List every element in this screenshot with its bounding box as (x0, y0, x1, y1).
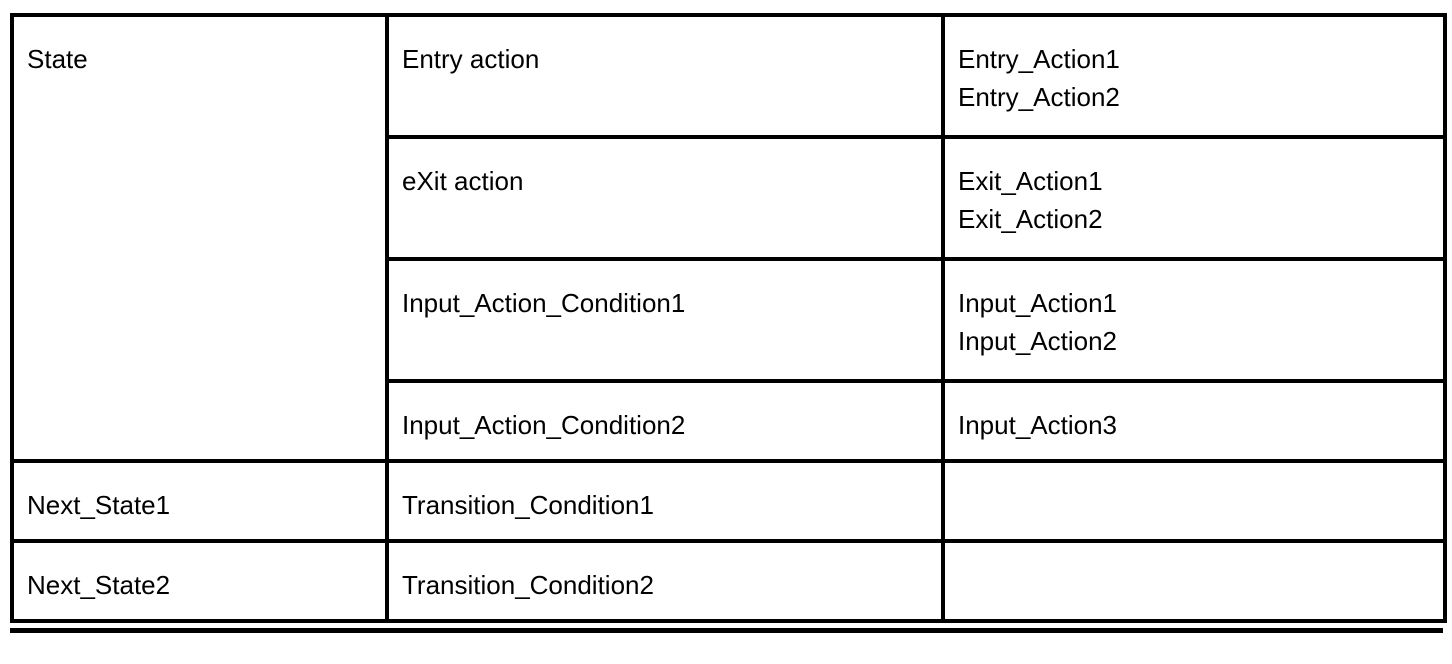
transition-actions-2-cell (941, 539, 1447, 623)
state-diagram-figure: State Entry action Entry_Action1 Entry_A… (10, 13, 1447, 633)
entry-action-row: State Entry action Entry_Action1 Entry_A… (10, 13, 1447, 463)
transition-condition-2-cell: Transition_Condition2 (385, 539, 945, 623)
exit-actions-cell: Exit_Action1 Exit_Action2 (941, 135, 1447, 261)
transition-condition-1-cell: Transition_Condition1 (385, 459, 945, 543)
state-transition-table: State Entry action Entry_Action1 Entry_A… (10, 13, 1447, 623)
transition-1-row: Next_State1 Transition_Condition1 (10, 459, 1447, 543)
state-cell: State (10, 13, 389, 463)
entry-actions-cell: Entry_Action1 Entry_Action2 (941, 13, 1447, 139)
transition-2-row: Next_State2 Transition_Condition2 (10, 539, 1447, 623)
input-condition-2-row: Input_Action_Condition2 Input_Action3 (12, 379, 1447, 463)
next-state-2-cell: Next_State2 (10, 539, 389, 623)
input-condition-1-cell: Input_Action_Condition1 (385, 257, 945, 383)
input-condition-2-cell: Input_Action_Condition2 (385, 379, 945, 463)
input-condition-1-row: Input_Action_Condition1 Input_Action1 In… (12, 257, 1447, 383)
figure-bottom-rule (10, 628, 1443, 633)
next-state-1-cell: Next_State1 (10, 459, 389, 543)
input-actions-1-cell: Input_Action1 Input_Action2 (941, 257, 1447, 383)
transition-actions-1-cell (941, 459, 1447, 543)
input-actions-2-cell: Input_Action3 (941, 379, 1447, 463)
exit-action-row: eXit action Exit_Action1 Exit_Action2 (12, 135, 1447, 261)
exit-action-header-cell: eXit action (385, 135, 945, 261)
entry-action-header-cell: Entry action (385, 13, 945, 139)
